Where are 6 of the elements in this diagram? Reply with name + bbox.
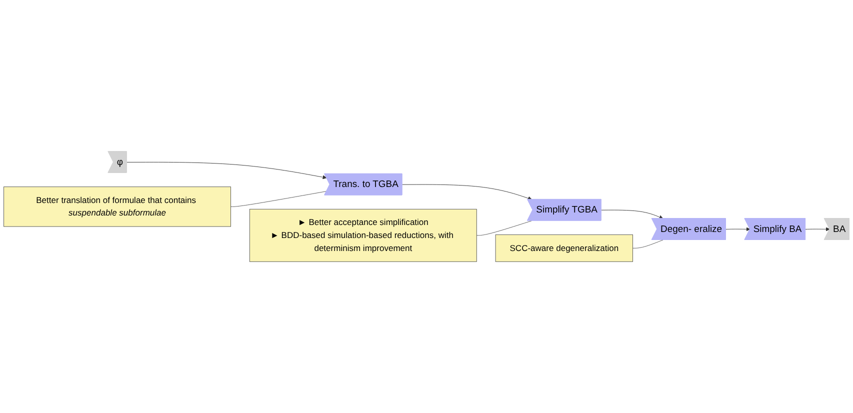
- connector: [632, 240, 664, 248]
- connector: [476, 220, 532, 236]
- connector: [230, 191, 327, 207]
- node-box: Better translation of formulae that contains suspendable subformulae: [4, 186, 231, 227]
- node-box: ► Better acceptance simplification ► BDD-based simulation-based reductions, with determinism improvement: [249, 208, 477, 262]
- node-box: SCC-aware degeneralization: [495, 234, 633, 262]
